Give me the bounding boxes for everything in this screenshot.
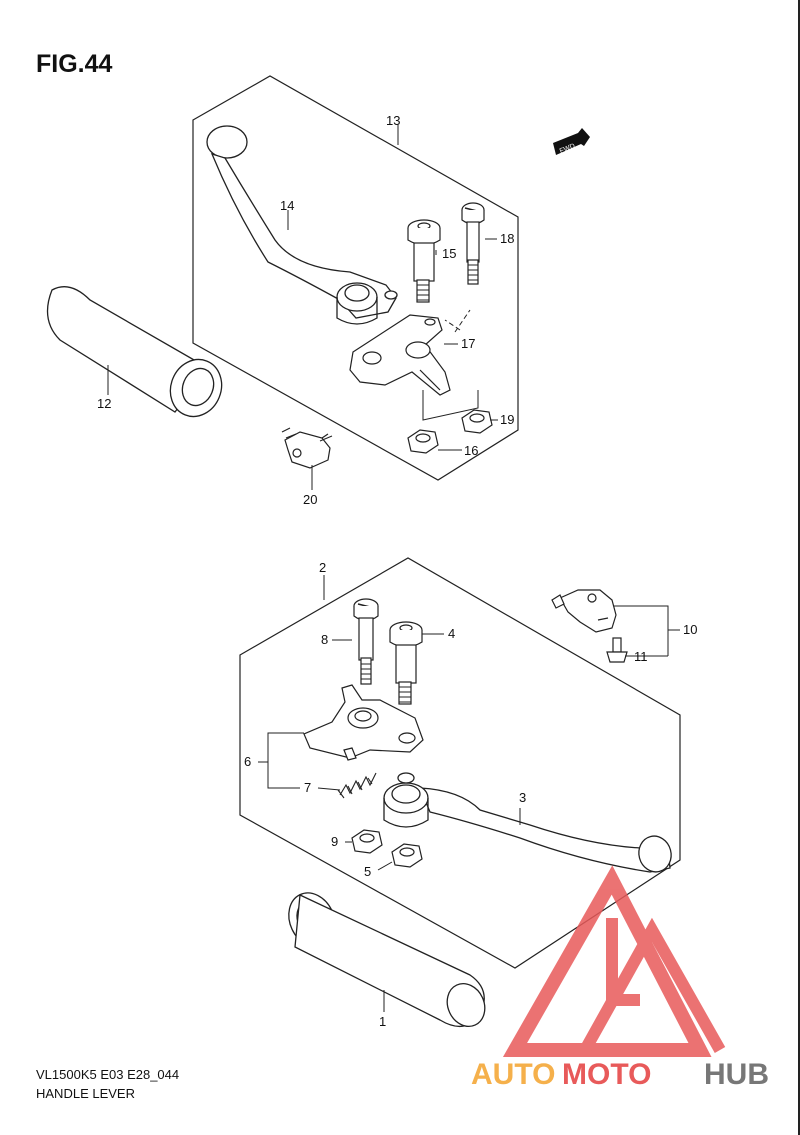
- callout-5: 5: [364, 864, 371, 879]
- callout-11: 11: [634, 649, 648, 664]
- part-10-clutch-switch: [551, 589, 617, 633]
- assembly-2-outline: [239, 557, 681, 969]
- callout-14: 14: [280, 198, 294, 213]
- callout-19: 19: [500, 412, 514, 427]
- footer-code: VL1500K5 E03 E28_044: [36, 1067, 180, 1082]
- upper-callouts: 13 14 15 18 17 19 16 12 20: [97, 113, 514, 507]
- callout-8: 8: [321, 632, 328, 647]
- callout-2: 2: [319, 560, 326, 575]
- callout-20: 20: [303, 492, 317, 507]
- callout-12: 12: [97, 396, 111, 411]
- part-5-nut: [391, 843, 423, 868]
- callout-18: 18: [500, 231, 514, 246]
- callout-15: 15: [442, 246, 456, 261]
- callout-1: 1: [379, 1014, 386, 1029]
- callout-16: 16: [464, 443, 478, 458]
- callout-6: 6: [244, 754, 251, 769]
- callout-17: 17: [461, 336, 475, 351]
- assembly-13-outline: [192, 75, 519, 481]
- part-14-front-brake-lever: [206, 125, 398, 325]
- callout-13: 13: [386, 113, 400, 128]
- figure-title: FIG.44: [36, 50, 113, 78]
- part-7-spring: [337, 772, 377, 799]
- part-16-nut: [407, 429, 439, 454]
- part-15-pivot-bolt: [407, 219, 441, 303]
- part-20-brake-light-switch: [281, 427, 331, 469]
- callout-10: 10: [683, 622, 697, 637]
- part-9-nut: [351, 829, 383, 854]
- part-1-handlebar-grip: [288, 892, 486, 1027]
- part-6-clutch-bracket: [303, 684, 424, 761]
- part-4-pivot-bolt: [389, 621, 423, 705]
- callout-7: 7: [304, 780, 311, 795]
- upper-leader-lines: [107, 125, 498, 490]
- part-12-handlebar-grip: [46, 286, 223, 418]
- callout-3: 3: [519, 790, 526, 805]
- footer-caption: HANDLE LEVER: [36, 1086, 135, 1101]
- part-18-screw: [461, 202, 485, 285]
- watermark-part-auto: AUTO: [471, 1058, 555, 1091]
- lower-callouts: 2 8 4 6 7 3 9 5 10 11 1: [244, 560, 697, 1029]
- part-19-nut: [461, 409, 493, 434]
- watermark-part-moto: MOTO: [562, 1058, 651, 1091]
- watermark-text: AUTO MOTO HUB: [471, 1058, 769, 1091]
- lower-leader-lines: [258, 575, 680, 1012]
- part-8-screw: [353, 598, 379, 685]
- callout-9: 9: [331, 834, 338, 849]
- fwd-arrow-icon: FWD: [553, 128, 590, 155]
- watermark-logo: [502, 865, 726, 1057]
- part-3-clutch-lever: [383, 772, 672, 873]
- callout-4: 4: [448, 626, 455, 641]
- part-11-screw: [606, 637, 628, 663]
- part-17-lever-bracket: [349, 314, 451, 396]
- watermark-part-hub: HUB: [704, 1058, 769, 1091]
